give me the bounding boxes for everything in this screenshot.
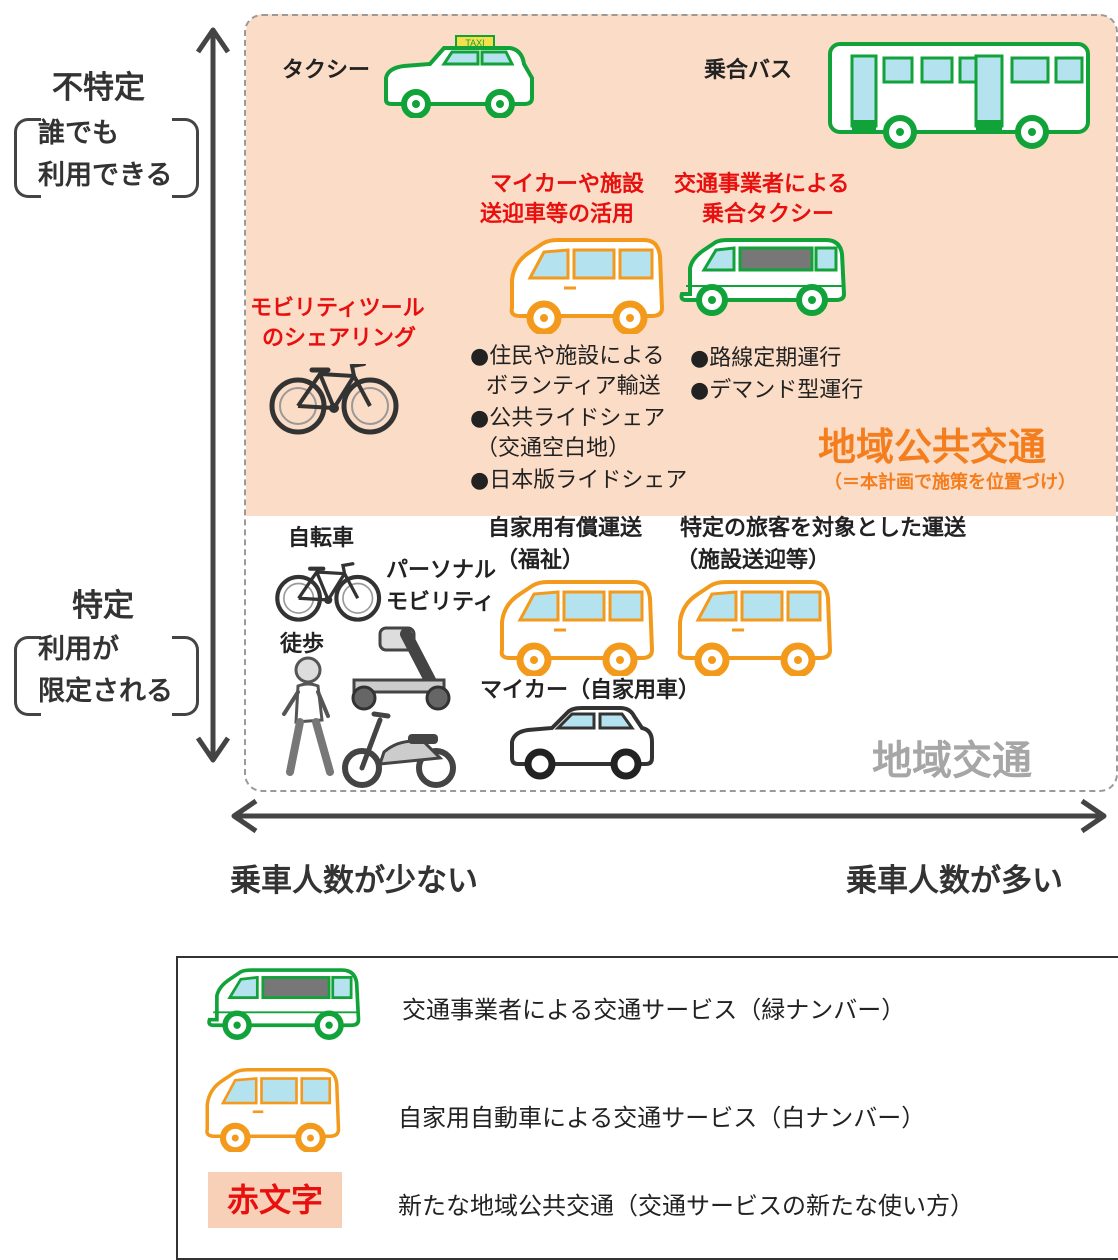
bullet-left-5: ●日本版ライドシェア — [470, 468, 688, 493]
y-axis-bottom-label: 特定 — [72, 588, 134, 624]
public-zone-subtitle: （＝本計画で施策を位置づけ） — [824, 472, 1076, 493]
walking-label: 徒歩 — [280, 632, 325, 657]
public-zone-title: 地域公共交通 — [818, 425, 1047, 469]
y-axis-bottom-sub-2: 限定される — [38, 676, 173, 707]
right-paren — [172, 636, 199, 716]
legend-item-red: 新たな地域公共交通（交通サービスの新たな使い方） — [398, 1192, 974, 1220]
bullet-left-3: ●公共ライドシェア — [470, 406, 666, 431]
sharing-label-1: モビリティツール — [250, 296, 425, 321]
paid-transport-label-2: （福祉） — [496, 548, 585, 573]
bullet-left-2: ボランティア輸送 — [486, 374, 661, 399]
bullet-right-1: ●路線定期運行 — [690, 346, 842, 371]
private-use-label-2: 送迎車等の活用 — [480, 202, 635, 227]
shared-taxi-label-2: 乗合タクシー — [702, 202, 835, 227]
mycar-label: マイカー（自家用車） — [480, 678, 701, 703]
green-van-icon — [204, 968, 364, 1042]
x-axis-left-label: 乗車人数が少ない — [230, 863, 478, 899]
bicycle-label: 自転車 — [288, 526, 355, 551]
car-icon — [510, 706, 654, 780]
y-axis-top-sub-1: 誰でも — [38, 118, 119, 149]
taxi-sign-text: TAXI — [465, 38, 484, 48]
orange-van-icon — [504, 238, 668, 334]
local-zone-title: 地域交通 — [872, 738, 1032, 784]
orange-van-icon — [200, 1068, 344, 1152]
personal-mobility-label-1: パーソナル — [386, 558, 497, 583]
paid-transport-label-1: 自家用有償運送 — [488, 516, 643, 541]
mobility-scooter-icon — [351, 626, 451, 711]
taxi-icon: TAXI — [384, 35, 534, 118]
bullet-left-1: ●住民や施設による — [470, 344, 665, 369]
red-text-swatch: 赤文字 — [208, 1172, 342, 1228]
bicycle-icon — [274, 562, 384, 628]
bicycle-icon — [268, 364, 402, 440]
left-paren — [14, 636, 41, 716]
left-paren — [14, 118, 41, 198]
x-axis-right-label: 乗車人数が多い — [846, 863, 1063, 899]
legend-item-orange: 自家用自動車による交通サービス（白ナンバー） — [398, 1104, 926, 1132]
horizontal-axis-arrow — [231, 798, 1107, 834]
local-transport-zone — [244, 14, 1118, 792]
specific-transport-label-2: （施設送迎等） — [676, 548, 831, 573]
bus-icon — [828, 42, 1090, 149]
green-van-icon — [676, 238, 850, 318]
taxi-label: タクシー — [282, 58, 371, 83]
legend-item-green: 交通事業者による交通サービス（緑ナンバー） — [402, 996, 906, 1024]
shared-taxi-label-1: 交通事業者による — [674, 172, 850, 197]
specific-transport-label-1: 特定の旅客を対象とした運送 — [680, 516, 967, 541]
y-axis-top-label: 不特定 — [52, 70, 145, 106]
vertical-axis-arrow — [196, 27, 230, 763]
orange-van-icon — [494, 580, 658, 676]
private-use-label-1: マイカーや施設 — [490, 172, 645, 197]
sharing-label-2: のシェアリング — [262, 326, 417, 351]
bus-label: 乗合バス — [704, 58, 793, 83]
y-axis-bottom-sub-1: 利用が — [38, 634, 119, 665]
right-paren — [172, 118, 199, 198]
motorbike-icon — [342, 711, 456, 788]
orange-van-icon — [672, 580, 836, 676]
pedestrian-icon — [282, 656, 334, 776]
y-axis-top-sub-2: 利用できる — [38, 160, 173, 191]
bullet-right-2: ●デマンド型運行 — [690, 378, 864, 403]
bullet-left-4: （交通空白地） — [476, 436, 631, 461]
personal-mobility-label-2: モビリティ — [386, 590, 495, 615]
